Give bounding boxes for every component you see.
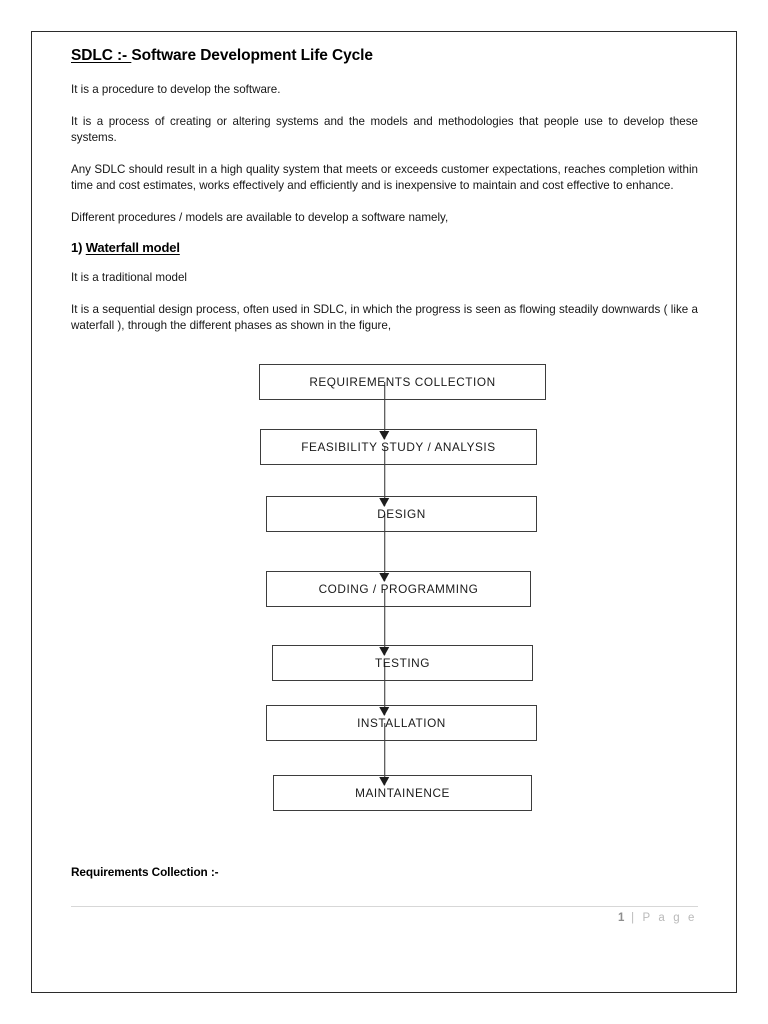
flow-step-box: CODING / PROGRAMMING bbox=[266, 571, 531, 608]
flow-step-box: DESIGN bbox=[266, 496, 537, 533]
flow-step-label: MAINTAINENCE bbox=[355, 786, 450, 801]
section-number: 1) bbox=[71, 240, 83, 256]
flow-step-label: CODING / PROGRAMMING bbox=[318, 582, 479, 597]
document-page: SDLC :- Software Development Life Cycle … bbox=[31, 31, 737, 993]
page-title-rest: Software Development Life Cycle bbox=[131, 47, 373, 64]
flow-step-label: DESIGN bbox=[377, 507, 426, 522]
flow-step-label: INSTALLATION bbox=[357, 716, 446, 731]
page-content: SDLC :- Software Development Life Cycle … bbox=[71, 46, 698, 879]
paragraph-traditional: It is a traditional model bbox=[71, 271, 187, 285]
flow-step-box: MAINTAINENCE bbox=[273, 775, 532, 812]
flow-arrow-down-icon bbox=[383, 514, 386, 582]
flow-step-label: FEASIBILITY STUDY / ANALYSIS bbox=[301, 440, 496, 455]
paragraph-definition: It is a process of creating or altering … bbox=[71, 114, 698, 145]
flow-arrow-down-icon bbox=[383, 589, 386, 656]
page-number-label: | P a g e bbox=[631, 912, 697, 924]
flow-arrow-down-icon bbox=[383, 663, 386, 716]
flow-step-box: REQUIREMENTS COLLECTION bbox=[259, 364, 546, 401]
flow-step-label: TESTING bbox=[375, 656, 430, 671]
paragraph-models-intro: Different procedures / models are availa… bbox=[71, 210, 449, 224]
flow-step-box: INSTALLATION bbox=[266, 705, 537, 742]
flow-arrow-down-icon bbox=[383, 447, 386, 507]
page-title-prefix: SDLC :- bbox=[71, 47, 132, 64]
flow-step-label: REQUIREMENTS COLLECTION bbox=[309, 375, 496, 390]
footer-section-heading: Requirements Collection :- bbox=[71, 865, 219, 880]
waterfall-flowchart: REQUIREMENTS COLLECTION FEASIBILITY STUDY… bbox=[71, 351, 698, 812]
flow-step-box: TESTING bbox=[272, 645, 533, 682]
flow-arrow-down-icon bbox=[383, 382, 386, 440]
paragraph-quality: Any SDLC should result in a high quality… bbox=[71, 162, 698, 193]
page-number-value: 1 bbox=[617, 912, 626, 924]
section-heading-label: Waterfall model bbox=[85, 240, 180, 256]
paragraph-sequential: It is a sequential design process, often… bbox=[71, 302, 698, 332]
page-title: SDLC :- Software Development Life Cycle bbox=[71, 46, 698, 65]
paragraph-intro: It is a procedure to develop the softwar… bbox=[71, 83, 281, 97]
page-number-footer: 1 | P a g e bbox=[618, 912, 697, 924]
footer-divider bbox=[71, 906, 698, 907]
section-heading-waterfall: 1) Waterfall model bbox=[71, 240, 698, 255]
flow-step-box: FEASIBILITY STUDY / ANALYSIS bbox=[260, 429, 537, 466]
flow-arrow-down-icon bbox=[383, 723, 386, 786]
